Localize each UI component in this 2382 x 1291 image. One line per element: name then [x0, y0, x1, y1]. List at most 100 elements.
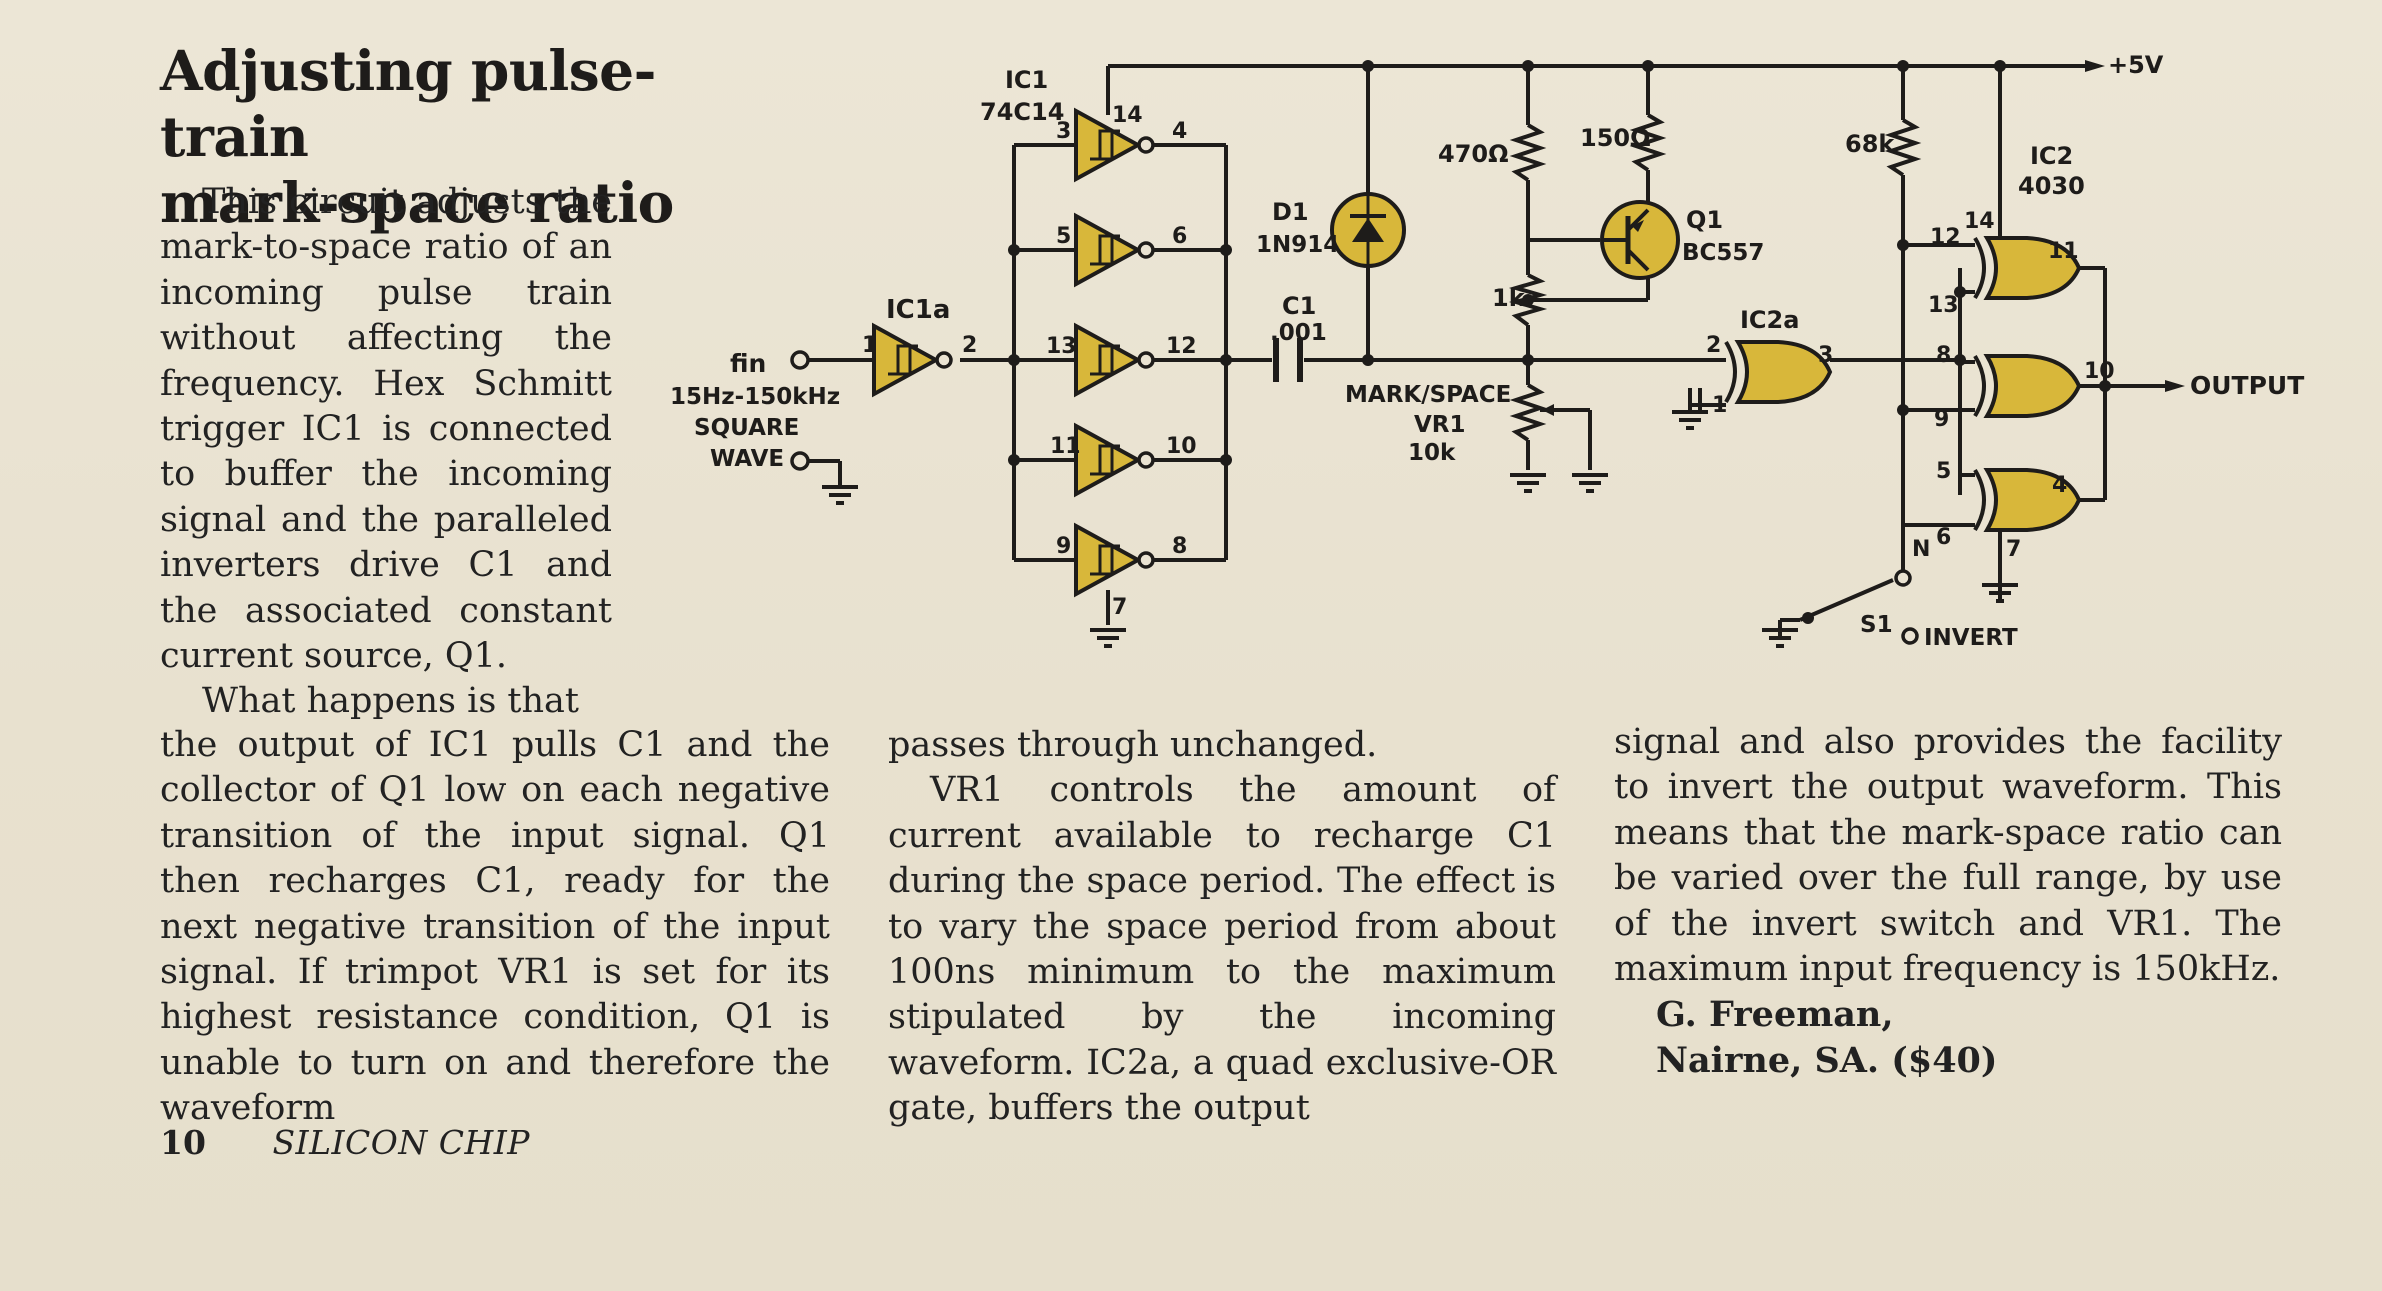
column-1: the output of IC1 pulls C1 and the colle… [160, 723, 830, 1132]
inverter-11-10 [1074, 424, 1155, 496]
resistor-1k [1508, 273, 1548, 327]
pin-label: 11 [2048, 239, 2079, 264]
signature-name: G. Freeman, [1656, 994, 1894, 1036]
column-3-text: signal and also provides the facility to… [1614, 722, 2282, 990]
vr1-label-2: VR1 [1414, 412, 1466, 438]
output-arrow [2165, 380, 2185, 392]
s1-n: N [1912, 537, 1930, 562]
pin-label: 13 [1046, 334, 1077, 359]
pin-label: 3 [1056, 119, 1071, 144]
pin-label: 14 [1964, 209, 1995, 234]
inverter-9-8 [1074, 524, 1155, 596]
para2-start: What happens is that [202, 681, 579, 722]
ic2a-name: IC2a [1740, 306, 1799, 334]
input-terminal [790, 350, 810, 370]
input-label: fin [730, 349, 766, 378]
resistor-150 [1629, 113, 1667, 172]
pin-label: 7 [2006, 537, 2021, 562]
pin-label: 4 [2052, 473, 2067, 498]
pin-label: 11 [1050, 434, 1081, 459]
switch-s1 [1802, 569, 1919, 645]
ground-symbol [1570, 473, 1610, 493]
pin-label: 10 [1166, 434, 1197, 459]
vr1-label-1: MARK/SPACE [1345, 382, 1511, 408]
pin-label: 3 [1818, 343, 1833, 368]
title-line-1: Adjusting pulse-train [160, 38, 657, 169]
diode-d1 [1330, 192, 1406, 268]
xor-ic2a [1724, 340, 1832, 404]
ground-symbol [820, 485, 860, 505]
title-line-2: mark-space ratio [160, 170, 674, 235]
pin-label: 10 [2084, 359, 2115, 384]
pin-label: 14 [1112, 103, 1143, 128]
d1-name: D1 [1272, 198, 1309, 226]
pin-label: 2 [962, 333, 977, 358]
resistor-470 [1509, 123, 1547, 182]
column-1-text: the output of IC1 pulls C1 and the colle… [160, 725, 830, 1129]
pin-label: 13 [1928, 293, 1959, 318]
resistor-470-value: 470Ω [1438, 140, 1509, 168]
ic1-part: 74C14 [980, 98, 1064, 126]
resistor-68k [1884, 118, 1922, 177]
capacitor-c1 [1273, 338, 1303, 382]
ic2-part: 4030 [2018, 172, 2085, 200]
pin-label: 2 [1706, 333, 1721, 358]
s1-name: S1 [1860, 612, 1893, 638]
inverter-5-6 [1074, 214, 1155, 286]
potentiometer-vr1 [1509, 383, 1547, 442]
xor-gate-2 [1973, 354, 2081, 418]
pin-label: 1 [862, 333, 877, 358]
transistor-q1 [1600, 200, 1680, 280]
vr1-wiper [1542, 404, 1554, 416]
pin-label: 6 [1172, 224, 1187, 249]
resistor-1k-value: 1k [1492, 284, 1526, 312]
ic2-name: IC2 [2030, 142, 2073, 170]
input-ground-terminal [790, 451, 810, 471]
ic1a-name: IC1a [886, 295, 950, 325]
column-2-continuation: passes through unchanged. [888, 725, 1378, 765]
pin-label: 12 [1166, 334, 1197, 359]
column-3: signal and also provides the facility to… [1614, 720, 2282, 1083]
q1-part: BC557 [1682, 240, 1764, 266]
pin-label: 5 [1936, 459, 1951, 484]
c1-name: C1 [1282, 292, 1316, 320]
schematic-wires [808, 64, 2170, 640]
pin-label: 4 [1172, 119, 1187, 144]
input-wave-2: WAVE [710, 446, 784, 472]
resistor-68k-value: 68k [1845, 130, 1895, 158]
pin-label: 1 [1712, 393, 1727, 418]
ground-symbol [1088, 628, 1128, 648]
output-label: OUTPUT [2190, 371, 2304, 400]
inverter-13-12 [1074, 324, 1155, 396]
supply-arrow [2085, 60, 2105, 72]
ic1-name: IC1 [1005, 66, 1048, 94]
c1-value: .001 [1270, 320, 1327, 346]
resistor-150-value: 150Ω [1580, 124, 1651, 152]
intro-paragraph: This circuit adjusts the mark-to-space r… [160, 180, 612, 725]
input-wave-1: SQUARE [694, 415, 799, 441]
vr1-label-3: 10k [1408, 440, 1456, 466]
publication-name: SILICON CHIP [272, 1123, 530, 1162]
input-frequency: 15Hz-150kHz [670, 384, 840, 410]
page-footer: 10 SILICON CHIP [160, 1123, 530, 1173]
d1-part: 1N914 [1256, 232, 1339, 258]
pin-label: 9 [1056, 534, 1071, 559]
column-2-paragraph: VR1 controls the amount of current avail… [888, 770, 1556, 1129]
pin-label: 8 [1936, 343, 1951, 368]
ic1a-inverter [872, 324, 953, 396]
page-number: 10 [160, 1123, 206, 1162]
article-title: Adjusting pulse-train mark-space ratio [160, 38, 800, 236]
s1-invert: INVERT [1924, 625, 2018, 651]
intro-text: This circuit adjusts the mark-to-space r… [160, 182, 612, 677]
ground-symbol [1508, 473, 1548, 493]
pin-label: 8 [1172, 534, 1187, 559]
q1-name: Q1 [1686, 206, 1723, 234]
pin-label: 5 [1056, 224, 1071, 249]
column-2: passes through unchanged. VR1 controls t… [888, 723, 1556, 1132]
signature-place: Nairne, SA. ($40) [1656, 1039, 1998, 1081]
pin-label: 6 [1936, 525, 1951, 550]
pin-label: 9 [1934, 407, 1949, 432]
pin-label: 7 [1112, 595, 1127, 620]
